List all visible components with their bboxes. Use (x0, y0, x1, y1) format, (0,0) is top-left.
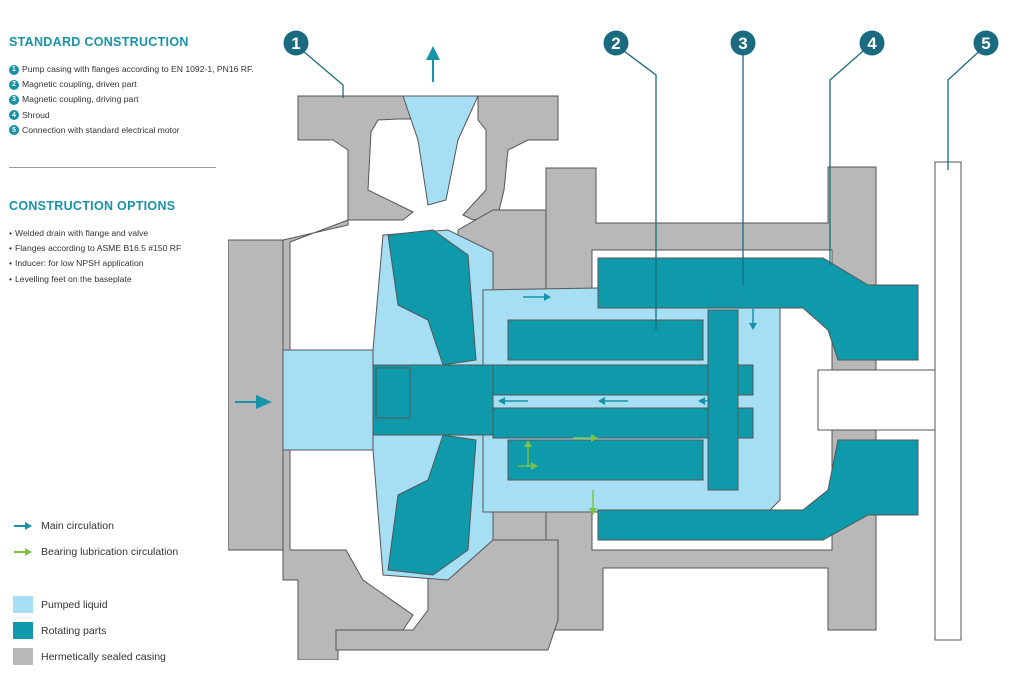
legend-label: Pumped liquid (41, 598, 108, 611)
legend-label: Hermetically sealed casing (41, 650, 166, 663)
svg-text:5: 5 (981, 34, 990, 53)
section-divider (9, 167, 216, 168)
number-badge-4: 4 (9, 110, 19, 121)
legend-sealed-casing: Hermetically sealed casing (13, 648, 166, 665)
option-item: Inducer: for low NPSH application (9, 256, 181, 271)
callout-badge-2: 2 (603, 30, 629, 56)
main-flow-arrows (235, 46, 757, 409)
svg-text:2: 2 (611, 34, 620, 53)
standard-construction-heading: STANDARD CONSTRUCTION (9, 35, 189, 49)
callout-badge-5: 5 (973, 30, 999, 56)
svg-text:4: 4 (867, 34, 877, 53)
construction-options-list: Welded drain with flange and valve Flang… (9, 226, 181, 287)
std-item-text: Magnetic coupling, driving part (22, 94, 139, 105)
pump-cross-section-diagram: 1 2 3 4 5 (228, 30, 999, 660)
legend-label: Main circulation (41, 520, 114, 532)
color-swatch (13, 622, 33, 639)
callout-badge-3: 3 (730, 30, 756, 56)
rotating-parts (372, 229, 919, 576)
legend-bearing-lubrication: Bearing lubrication circulation (13, 546, 178, 558)
legend-rotating-parts: Rotating parts (13, 622, 106, 639)
legend-pumped-liquid: Pumped liquid (13, 596, 108, 613)
option-item: Levelling feet on the baseplate (9, 272, 181, 287)
number-badge-5: 5 (9, 125, 19, 136)
motor-shaft (817, 369, 936, 431)
legend-label: Bearing lubrication circulation (41, 546, 179, 558)
arrow-right-icon (14, 548, 32, 556)
number-badge-1: 1 (9, 64, 19, 75)
arrow-right-icon (14, 522, 32, 530)
callout-badge-1: 1 (283, 30, 309, 56)
svg-text:3: 3 (738, 34, 747, 53)
svg-text:1: 1 (291, 34, 300, 53)
number-badge-3: 3 (9, 95, 19, 105)
construction-options-heading: CONSTRUCTION OPTIONS (9, 199, 176, 213)
callouts (295, 44, 987, 330)
number-badge-2: 2 (9, 79, 19, 90)
option-item: Flanges according to ASME B16.5 #150 RF (9, 241, 181, 256)
color-swatch (13, 596, 33, 613)
color-swatch (13, 648, 33, 665)
legend-label: Rotating parts (41, 624, 107, 637)
std-item-text: Pump casing with flanges according to EN… (22, 64, 254, 74)
std-item-text: Shroud (22, 109, 50, 120)
bearing-flow-arrows (518, 434, 598, 515)
motor-flange (934, 161, 962, 641)
std-item-text: Connection with standard electrical moto… (22, 124, 180, 135)
legend-main-circulation: Main circulation (13, 520, 114, 532)
std-item-text: Magnetic coupling, driven part (22, 79, 137, 90)
option-item: Welded drain with flange and valve (9, 226, 181, 241)
callout-badge-4: 4 (859, 30, 885, 56)
